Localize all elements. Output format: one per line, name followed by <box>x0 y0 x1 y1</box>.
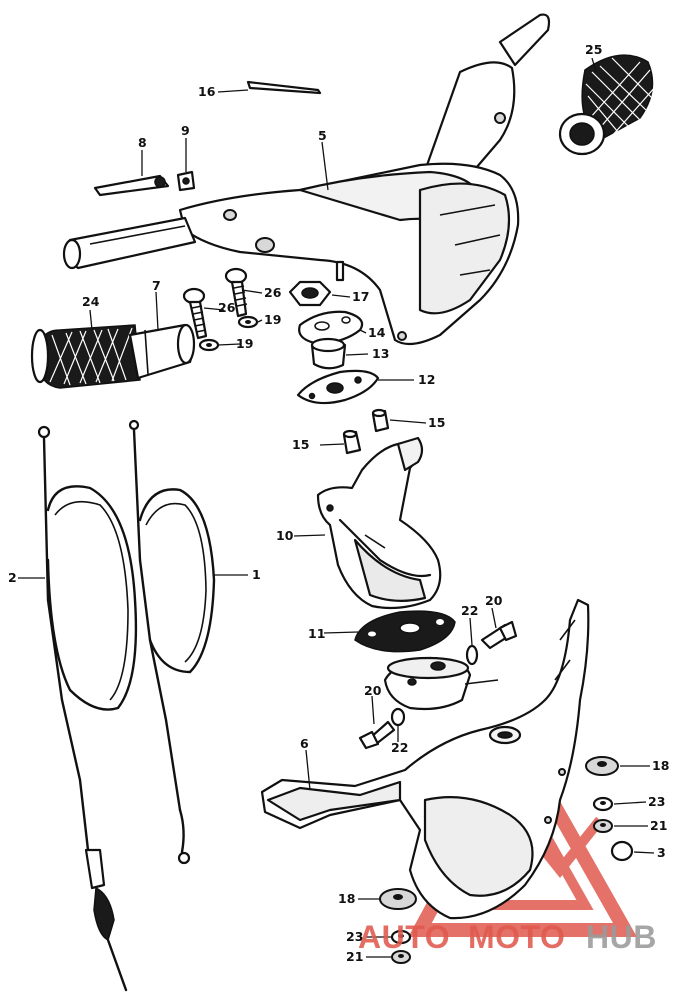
part-15-spacer-right <box>371 408 390 433</box>
part-22-washer-lower <box>390 707 406 727</box>
part-9-clamp <box>176 170 196 192</box>
label-26-right: 26 <box>264 285 282 300</box>
part-26-screw-left <box>182 287 208 340</box>
watermark-auto: AUTO <box>358 919 450 955</box>
part-15-spacer-left <box>342 429 362 455</box>
label-23-right: 23 <box>648 794 665 809</box>
label-16: 16 <box>198 84 216 99</box>
label-10: 10 <box>276 528 294 543</box>
part-23-nut-bottom <box>390 929 412 945</box>
label-19-left: 19 <box>236 336 253 351</box>
label-15-right: 15 <box>428 415 445 430</box>
part-19-washer-left <box>198 338 220 352</box>
part-18-grommet-right <box>585 756 619 776</box>
watermark-hub: HUB <box>586 919 657 955</box>
part-20-bolt-lower <box>358 720 396 750</box>
part-10-bracket <box>316 436 442 610</box>
part-11-plate <box>354 610 456 653</box>
label-15-left: 15 <box>292 437 309 452</box>
part-18-grommet-bottom <box>379 888 417 910</box>
label-7: 7 <box>152 278 161 293</box>
part-2-cable <box>37 425 138 992</box>
label-12: 12 <box>418 372 435 387</box>
label-22-upper: 22 <box>461 603 478 618</box>
label-2: 2 <box>8 570 17 585</box>
label-26-left: 26 <box>218 300 236 315</box>
label-13: 13 <box>372 346 389 361</box>
part-13-bushing <box>310 337 347 370</box>
label-19-right: 19 <box>264 312 281 327</box>
part-7-throttle-sleeve <box>128 323 196 380</box>
label-17: 17 <box>352 289 369 304</box>
part-3-cap <box>610 840 634 862</box>
label-20-lower: 20 <box>364 683 382 698</box>
part-12-plate <box>296 369 380 405</box>
label-18-right: 18 <box>652 758 669 773</box>
part-20-bolt-upper <box>480 620 518 650</box>
part-23-nut-right <box>592 796 614 812</box>
part-25-right-grip <box>558 54 657 156</box>
label-9: 9 <box>181 123 190 138</box>
label-25: 25 <box>585 42 602 57</box>
label-14: 14 <box>368 325 386 340</box>
label-3: 3 <box>657 845 666 860</box>
part-24-left-grip <box>30 324 141 389</box>
label-8: 8 <box>138 135 147 150</box>
label-5: 5 <box>318 128 327 143</box>
leader-lines <box>18 57 655 958</box>
part-5-handlebar-body <box>62 13 551 346</box>
part-6-lower-cover <box>260 598 590 920</box>
part-16-pin <box>246 80 322 95</box>
label-23-bottom: 23 <box>346 929 363 944</box>
label-24: 24 <box>82 294 100 309</box>
part-4-block <box>383 656 499 711</box>
part-19-washer-right <box>237 315 259 329</box>
part-labels: 16 25 8 9 5 24 7 26 26 19 19 17 14 13 12… <box>8 42 669 964</box>
part-21-washer-right <box>593 819 613 833</box>
watermark-text: AUTO MOTO HUB <box>358 919 657 955</box>
watermark-moto: MOTO <box>468 919 565 955</box>
label-21-right: 21 <box>650 818 667 833</box>
part-14-plate <box>298 310 364 346</box>
label-11: 11 <box>308 626 325 641</box>
label-22-lower: 22 <box>391 740 408 755</box>
label-1: 1 <box>252 567 261 582</box>
label-18-bottom: 18 <box>338 891 355 906</box>
part-17-nut <box>288 280 332 307</box>
part-22-washer-upper <box>465 644 479 666</box>
label-21-bottom: 21 <box>346 949 363 964</box>
part-21-washer-bottom <box>391 950 411 964</box>
label-20-upper: 20 <box>485 593 503 608</box>
label-6: 6 <box>300 736 309 751</box>
part-1-cable <box>128 419 216 865</box>
part-8-lever <box>93 174 170 197</box>
